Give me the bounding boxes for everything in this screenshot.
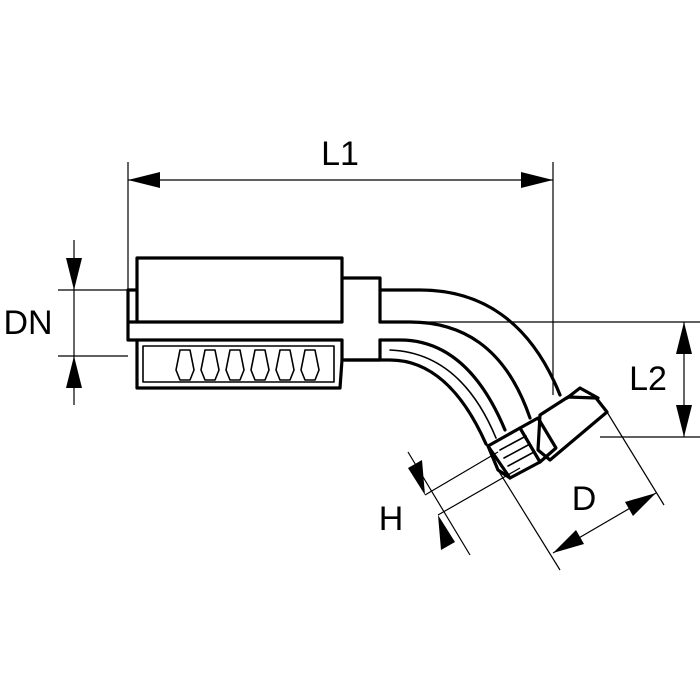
dimension-l1: L1 xyxy=(127,135,554,395)
dimension-d: D xyxy=(497,411,665,571)
collar xyxy=(340,276,382,362)
label-d: D xyxy=(572,480,597,518)
dimension-l2: L2 xyxy=(410,321,700,438)
bent-tube xyxy=(343,288,562,446)
flange-head xyxy=(486,386,609,480)
dimension-dn: DN xyxy=(3,240,128,405)
label-l1: L1 xyxy=(321,135,359,173)
label-dn: DN xyxy=(3,304,52,342)
ferrule xyxy=(126,256,344,390)
hose-tail-bore xyxy=(126,320,139,342)
label-l2: L2 xyxy=(629,360,667,398)
label-h: H xyxy=(379,500,404,538)
dimension-h: H xyxy=(379,451,521,556)
fitting-body xyxy=(126,256,609,480)
